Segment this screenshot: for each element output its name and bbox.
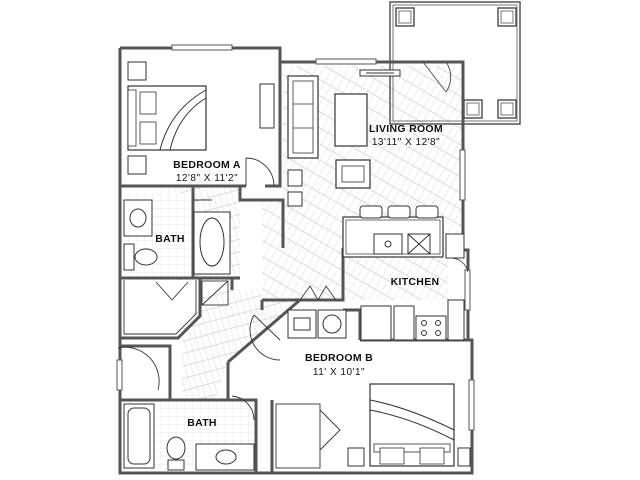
bar-stools: [359, 205, 439, 219]
side-table: [287, 169, 303, 207]
bedroom-a-dimensions: 12'8" X 11'2": [175, 173, 239, 184]
bath-a-label: BATH: [155, 233, 185, 245]
balcony-post: [497, 99, 517, 119]
bedroom-b-label: BEDROOM B: [304, 352, 374, 364]
nightstands-b: [347, 447, 471, 467]
closet-a: [123, 280, 229, 335]
bedroom-a-label: BEDROOM A: [173, 159, 241, 171]
armchair: [335, 159, 371, 189]
balcony-door: [422, 61, 452, 93]
hall-doors: [117, 314, 281, 421]
bath-a-fixtures: [123, 199, 231, 275]
living-room-label: LIVING ROOM: [369, 123, 443, 135]
nightstands-a: [127, 61, 147, 175]
bedroom-b-dimensions: 11' X 10'1": [312, 367, 366, 378]
cooktop: [415, 315, 447, 341]
balcony-post: [497, 7, 517, 27]
living-room-dimensions: 13'11" X 12'8": [371, 137, 441, 148]
kitchen-floor: [343, 248, 448, 300]
sofa: [287, 75, 319, 159]
bed-b: [369, 383, 455, 467]
refrigerator: [445, 233, 465, 259]
balcony-post: [463, 99, 483, 119]
dresser-a: [259, 83, 275, 129]
closet-b: [275, 403, 341, 469]
bath-b-label: BATH: [187, 417, 217, 429]
coffee-table: [334, 93, 368, 147]
tv-console: [359, 69, 401, 77]
balcony: [389, 1, 521, 125]
laundry: [287, 309, 347, 339]
laundry-doors: [299, 285, 337, 301]
kitchen-counter: [360, 299, 465, 341]
dishwasher: [407, 233, 431, 255]
kitchen-label: KITCHEN: [390, 276, 440, 288]
door-a: [245, 157, 275, 187]
pantry-door: [451, 257, 469, 273]
bath-b-fixtures: [123, 403, 255, 471]
bed-a: [127, 85, 207, 151]
balcony-post: [395, 7, 415, 27]
windows: [116, 44, 475, 431]
kitchen-sink: [373, 233, 403, 255]
